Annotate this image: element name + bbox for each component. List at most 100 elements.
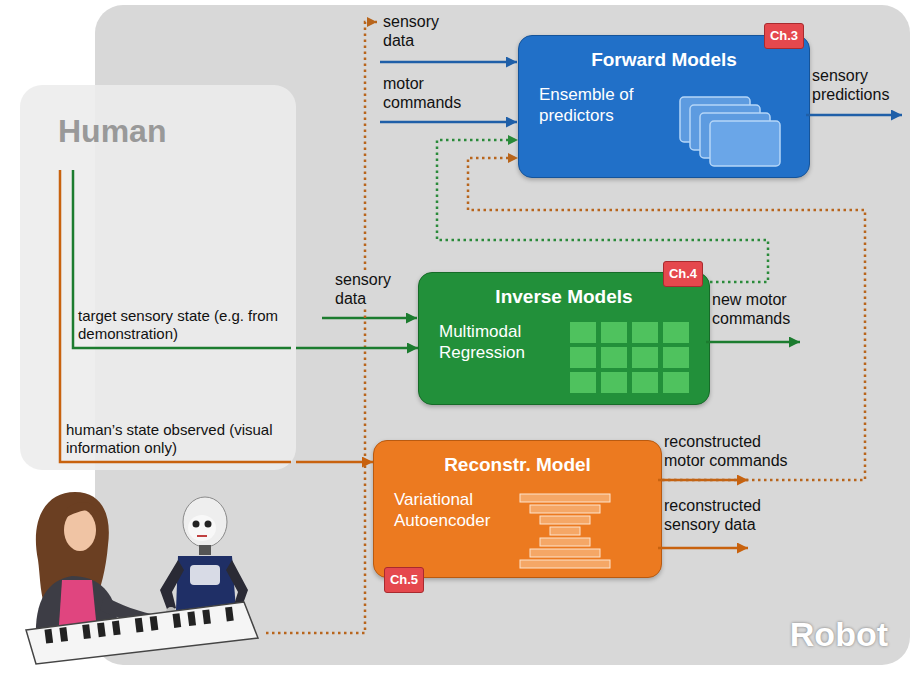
ensemble-icon: [680, 97, 750, 142]
human-panel: Human: [20, 85, 296, 470]
autoencoder-icon: [520, 494, 610, 502]
input-arrows: [380, 121, 517, 124]
photo-illustration: [64, 509, 96, 551]
photo-illustration: [190, 565, 220, 585]
input-arrows: [658, 479, 748, 482]
photo-illustration: [166, 607, 176, 617]
photo-illustration: [157, 615, 171, 625]
port-label: reconstructed sensory data: [664, 496, 786, 534]
chapter-tag: Ch.3: [764, 23, 804, 49]
port-label: sensory predictions: [812, 66, 904, 104]
photo-illustration: [173, 613, 182, 628]
ensemble-icon: [680, 97, 780, 166]
photo-illustration: [58, 580, 98, 640]
model-box: Forward ModelsEnsemble of predictorsCh.3: [518, 35, 810, 178]
autoencoder-icon: [550, 527, 580, 535]
input-arrows: [380, 61, 517, 64]
regression-grid-icon: [601, 347, 627, 368]
photo-illustration: [82, 624, 91, 639]
human-wires: [73, 170, 291, 348]
regression-grid-icon: [663, 347, 689, 368]
regression-grid-icon: [632, 347, 658, 368]
autoencoder-icon: [520, 494, 610, 568]
port-label: motor commands: [383, 74, 467, 112]
sensory-feedback-wire: [266, 22, 377, 633]
photo-illustration: [62, 502, 100, 520]
photo-illustration: [233, 607, 243, 617]
autoencoder-icon: [530, 549, 600, 557]
chapter-number: Ch.4: [669, 266, 697, 282]
photo-illustration: [193, 521, 200, 528]
photo-illustration: [44, 607, 233, 644]
regression-grid-icon: [601, 322, 627, 343]
input-arrows: [658, 547, 748, 550]
regression-grid-icon: [632, 322, 658, 343]
photo-illustration: [36, 492, 109, 604]
edge-label: target sensory state (e.g. from demonstr…: [78, 307, 288, 343]
port-label: reconstructed motor commands: [664, 432, 794, 470]
photo-illustration: [160, 560, 184, 612]
regression-grid-icon: [570, 372, 596, 393]
photo-illustration: [225, 607, 234, 622]
connector-arrow: [437, 140, 768, 282]
photo-illustration: [44, 629, 53, 644]
human-wires: [60, 170, 291, 462]
port-label: new motor commands: [712, 290, 830, 328]
ensemble-icon: [710, 121, 780, 166]
photo-illustration: [97, 622, 106, 637]
box-title: Inverse Models: [419, 285, 709, 309]
photo-illustration: [26, 602, 258, 664]
regression-grid-icon: [570, 322, 596, 343]
port-label: sensory data: [335, 270, 407, 308]
photo-illustration: [183, 497, 227, 547]
regression-grid-icon: [663, 372, 689, 393]
model-box: Inverse ModelsMultimodal RegressionCh.4: [418, 272, 710, 405]
input-arrows: [706, 341, 800, 344]
photo-illustration: [150, 616, 159, 631]
ensemble-icon: [690, 105, 760, 150]
chapter-number: Ch.3: [770, 28, 798, 44]
photo-illustration: [176, 556, 236, 610]
panel-title: Robot: [790, 615, 888, 653]
photo-illustration: [100, 596, 160, 626]
photo-illustration: [197, 535, 207, 537]
input-arrows: [322, 317, 417, 320]
regression-grid-icon: [632, 372, 658, 393]
regression-grid-icon: [601, 372, 627, 393]
box-title: Reconstr. Model: [374, 453, 661, 477]
panel-title: Human: [58, 113, 296, 149]
port-label: sensory data: [383, 12, 455, 50]
autoencoder-icon: [540, 516, 590, 524]
photo-illustration: [135, 618, 144, 633]
chapter-number: Ch.5: [390, 572, 418, 588]
regression-grid-icon: [570, 347, 596, 368]
model-box: Reconstr. ModelVariational AutoencoderCh…: [373, 440, 662, 578]
photo-illustration: [188, 515, 216, 541]
box-title: Forward Models: [519, 48, 809, 72]
input-arrows: [322, 62, 902, 548]
photo-illustration: [112, 621, 121, 636]
ensemble-icon: [700, 113, 770, 158]
regression-grid-icon: [570, 322, 689, 393]
chapter-tag: Ch.4: [663, 261, 703, 287]
autoencoder-icon: [520, 560, 610, 568]
input-arrows: [806, 114, 902, 117]
photo-illustration: [226, 560, 248, 612]
edge-label: human’s state observed (visual informati…: [66, 421, 288, 457]
connector-arrow: [296, 347, 418, 350]
photo-illustration: [26, 492, 258, 664]
autoencoder-icon: [530, 505, 600, 513]
human-wires: [60, 170, 291, 462]
box-body: Multimodal Regression: [439, 321, 557, 363]
box-body: Ensemble of predictors: [539, 84, 657, 126]
chapter-tag: Ch.5: [384, 567, 424, 593]
connector-arrow: [468, 158, 865, 480]
box-body: Variational Autoencoder: [394, 489, 512, 531]
photo-illustration: [36, 576, 120, 640]
photo-illustration: [202, 609, 211, 624]
sensory-feedback-wire: [266, 22, 377, 633]
regression-grid-icon: [663, 322, 689, 343]
photo-illustration: [199, 545, 211, 555]
photo-illustration: [187, 611, 196, 626]
